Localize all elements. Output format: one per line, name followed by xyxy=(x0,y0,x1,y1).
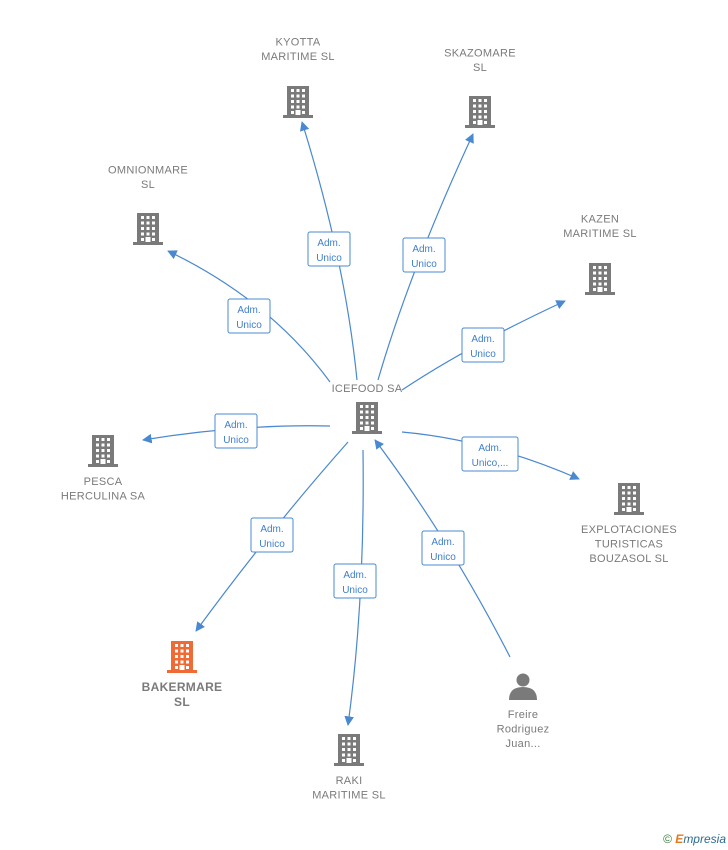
building-icon xyxy=(614,483,644,515)
node-label-line: MARITIME SL xyxy=(563,228,637,240)
building-icon xyxy=(133,213,163,245)
building-icon xyxy=(334,734,364,766)
edge-label-box xyxy=(307,231,351,267)
node-label-line: EXPLOTACIONES xyxy=(581,524,677,536)
edge-label-text: Adm. xyxy=(431,537,454,548)
edge-label-pesca[interactable]: Adm. Unico xyxy=(214,413,258,449)
node-label-line: Rodriguez xyxy=(497,724,550,736)
edge-label-box xyxy=(461,327,505,363)
edge-label-text: Adm. xyxy=(343,570,366,581)
node-label-line: HERCULINA SA xyxy=(61,491,146,503)
edge-label-text: Adm. xyxy=(224,420,247,431)
edge-labels-layer: Adm.UnicoAdm.UnicoAdm.UnicoAdm.UnicoAdm.… xyxy=(214,231,519,599)
node-label-line: SKAZOMARE xyxy=(444,48,516,60)
edge-label-raki[interactable]: Adm. Unico xyxy=(333,563,377,599)
node-skazomare[interactable]: SKAZOMARE SL xyxy=(444,48,516,129)
edge-label-text: Adm. xyxy=(260,524,283,535)
node-label-line: RAKI xyxy=(336,775,363,787)
building-icon xyxy=(352,402,382,434)
edge-label-box xyxy=(402,237,446,273)
node-freire[interactable]: FreireRodriguezJuan... xyxy=(497,673,550,751)
node-explotaciones[interactable]: EXPLOTACIONES TURISTICAS BOUZASOL SL xyxy=(581,483,677,565)
edge-label-text: Adm. xyxy=(412,244,435,255)
edge-label-text: Adm. xyxy=(471,334,494,345)
node-label-line: ICEFOOD SA xyxy=(332,383,403,395)
edge-label-text: Adm. xyxy=(317,238,340,249)
node-label-line: Juan... xyxy=(505,738,540,750)
building-icon xyxy=(465,96,495,128)
node-label-line: TURISTICAS xyxy=(595,539,663,551)
edge-label-text: Adm. xyxy=(478,443,501,454)
person-icon xyxy=(509,673,537,700)
edge-label-text: Unico xyxy=(316,253,342,264)
edge-label-kyotta[interactable]: Adm. Unico xyxy=(307,231,351,267)
node-omnionmare[interactable]: OMNIONMARE SL xyxy=(108,165,188,246)
edge-label-text: Unico xyxy=(223,435,249,446)
node-label-line: KAZEN xyxy=(581,214,619,226)
node-pesca[interactable]: PESCA HERCULINA SA xyxy=(61,435,146,503)
edge-label-skazomare[interactable]: Adm. Unico xyxy=(402,237,446,273)
edge-label-text: Unico xyxy=(470,349,496,360)
edge-label-box xyxy=(250,517,294,553)
building-icon xyxy=(283,86,313,118)
edge-label-text: Unico,... xyxy=(472,458,509,469)
edge-label-box xyxy=(421,530,465,566)
node-label-line: SL xyxy=(141,179,155,191)
node-kazen[interactable]: KAZEN MARITIME SL xyxy=(563,214,637,296)
node-label-line: OMNIONMARE xyxy=(108,165,188,177)
edge-label-box xyxy=(333,563,377,599)
edge-label-box xyxy=(461,436,519,472)
node-label-line: KYOTTA xyxy=(276,37,321,49)
building-icon xyxy=(167,641,197,673)
node-label-line: BOUZASOL SL xyxy=(589,553,668,565)
edge-label-text: Adm. xyxy=(237,305,260,316)
edge-label-text: Unico xyxy=(259,539,285,550)
edge-label-text: Unico xyxy=(236,320,262,331)
edge-label-text: Unico xyxy=(430,552,456,563)
edge-label-text: Unico xyxy=(411,259,437,270)
building-icon xyxy=(585,263,615,295)
node-label-line: Freire xyxy=(508,709,539,721)
edge-label-freire[interactable]: Adm. Unico xyxy=(421,530,465,566)
footer-credit: © Empresia xyxy=(663,832,726,846)
node-label-line: BAKERMARE xyxy=(142,680,223,694)
edge-label-box xyxy=(227,298,271,334)
edge-label-explotaciones[interactable]: Adm. Unico,... xyxy=(461,436,519,472)
edge-label-omnionmare[interactable]: Adm. Unico xyxy=(227,298,271,334)
brand-initial: E xyxy=(675,832,684,846)
node-icefood[interactable]: ICEFOOD SA xyxy=(332,383,403,434)
node-label-line: MARITIME SL xyxy=(261,51,335,63)
node-label-line: PESCA xyxy=(84,476,123,488)
edge-label-kazen[interactable]: Adm. Unico xyxy=(461,327,505,363)
node-label-line: MARITIME SL xyxy=(312,790,386,802)
node-raki[interactable]: RAKI MARITIME SL xyxy=(312,734,386,802)
brand-name[interactable]: mpresia xyxy=(683,832,726,846)
edge-label-text: Unico xyxy=(342,585,368,596)
node-label-line: SL xyxy=(174,695,190,709)
building-icon xyxy=(88,435,118,467)
edge-label-bakermare[interactable]: Adm. Unico xyxy=(250,517,294,553)
edge-label-box xyxy=(214,413,258,449)
copyright-icon: © xyxy=(663,832,672,846)
node-kyotta[interactable]: KYOTTA MARITIME SL xyxy=(261,37,335,119)
node-label-line: SL xyxy=(473,62,487,74)
